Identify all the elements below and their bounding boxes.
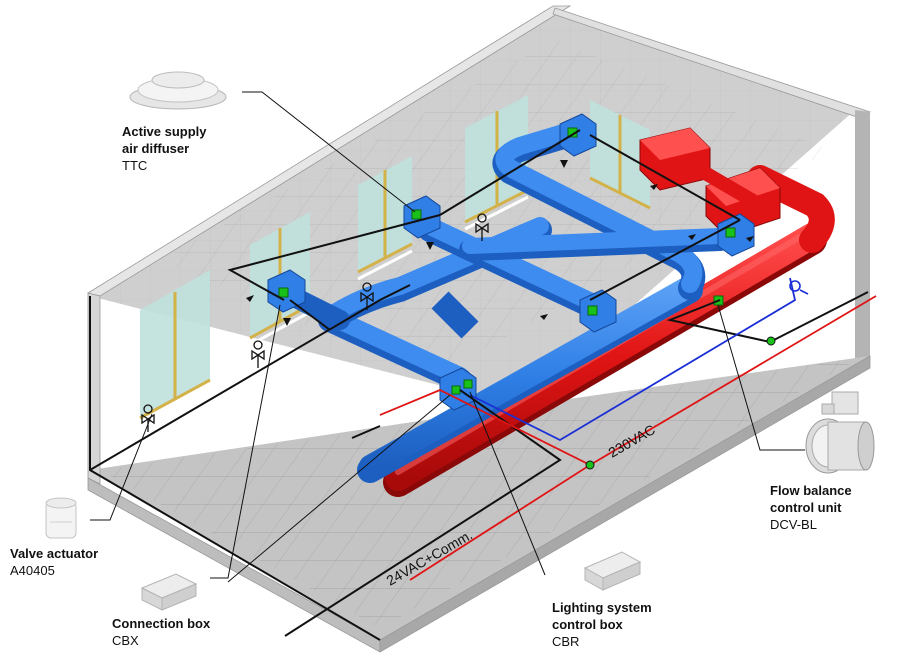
control-wiring — [469, 277, 797, 442]
valve-actuator-label: Valve actuator A40405 — [10, 545, 98, 579]
connection-box-product-icon — [140, 573, 198, 611]
connection-box-label: Connection box CBX — [112, 615, 210, 649]
comm-junction — [766, 336, 776, 346]
diffuser-code: TTC — [122, 158, 148, 173]
valve-actuator-code: A40405 — [10, 563, 55, 578]
valve-4 — [475, 213, 489, 241]
power-wiring — [379, 295, 877, 581]
callout-lines — [90, 91, 805, 583]
window-3 — [357, 156, 413, 281]
flow-unit-label: Flow balance control unit DCV-BL — [770, 482, 852, 533]
valve-actuator-title: Valve actuator — [10, 546, 99, 561]
window-1 — [139, 270, 211, 427]
window-5 — [589, 100, 651, 210]
diffuser-box-5 — [717, 213, 755, 257]
diffuser-box-2 — [403, 195, 441, 239]
right-wall — [855, 110, 870, 362]
diffuser-title: Active supply air diffuser — [122, 124, 207, 156]
comm-wiring — [89, 129, 869, 637]
diffuser-label: Active supply air diffuser TTC — [122, 123, 207, 174]
flow-unit-product-icon — [805, 391, 875, 474]
flow-unit-code: DCV-BL — [770, 517, 817, 532]
lighting-box-title: Lighting system control box — [552, 600, 652, 632]
power-junction — [585, 460, 595, 470]
lighting-box-label: Lighting system control box CBR — [552, 599, 652, 650]
flow-unit-title: Flow balance control unit — [770, 483, 852, 515]
diffuser-box-4 — [579, 289, 617, 333]
ceiling-grid — [160, 40, 830, 380]
valve-2 — [251, 340, 265, 368]
airflow-arrows — [246, 160, 754, 326]
diffuser-box-3 — [559, 113, 597, 157]
connection-box-code: CBX — [112, 633, 139, 648]
lighting-box-product-icon — [583, 551, 642, 591]
connection-box-title: Connection box — [112, 616, 211, 631]
diffuser-box-1 — [267, 269, 306, 313]
exhaust-duct — [383, 127, 835, 497]
diffuser-box-6 — [439, 367, 477, 411]
lighting-switch-symbol — [789, 280, 809, 295]
valve-actuator-product-icon — [45, 497, 77, 539]
lighting-box-code: CBR — [552, 634, 580, 649]
valves — [141, 213, 489, 432]
diffuser-product-icon — [129, 71, 227, 110]
